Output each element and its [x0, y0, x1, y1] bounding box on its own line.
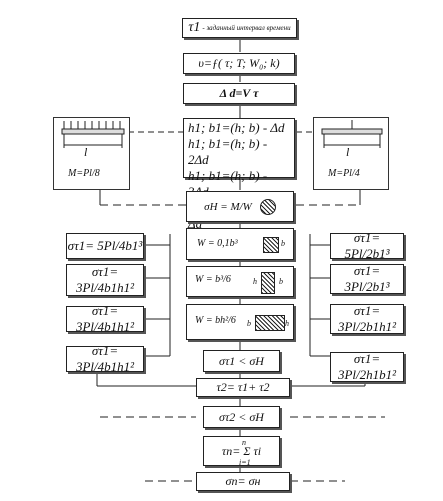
w-square-box: W = 0,1b³ b — [186, 228, 294, 260]
left-sigma-3-text: στ1= 3Pl/4b1h1² — [75, 303, 135, 334]
beam-left-box: l M=Pl/8 — [53, 117, 130, 190]
tau2-box: τ2= τ1+ τ2 — [196, 378, 290, 397]
w-square-dim: b — [281, 239, 285, 248]
right-sigma-2-text: στ1= 3Pl/2b1³ — [344, 263, 390, 294]
w-rect-dim-b: b — [279, 277, 283, 286]
w-beam-dim-h: h — [285, 319, 289, 328]
beam-right-length: l — [346, 145, 350, 159]
delta-d-formula: Δ d=V τ — [219, 86, 259, 100]
square-section-icon — [263, 237, 279, 253]
right-sigma-4-text: στ1= 3Pl/2h1b1² — [337, 351, 397, 382]
final-box: σn= σн — [196, 472, 290, 491]
compare-2-box: στ2 < σH — [203, 406, 280, 428]
left-sigma-1: στ1= 5Pl/4b1³ — [66, 233, 144, 259]
compare-1-text: στ1 < σH — [219, 353, 264, 368]
sigma-h-formula: σH = M/W — [204, 200, 252, 213]
compare-2-text: στ2 < σH — [219, 409, 264, 424]
tall-section-icon — [261, 272, 275, 294]
w-beam-formula: W = bh²/6 — [195, 315, 236, 326]
right-sigma-4: στ1= 3Pl/2h1b1² — [330, 351, 404, 382]
taun-text: τn= Σ τi — [221, 443, 262, 458]
w-beam-dim-b: b — [247, 319, 251, 328]
tau1-input-box: τ1 - заданный интервал времени — [182, 18, 297, 38]
left-sigma-2: στ1= 3Pl/4b1h1² — [66, 264, 144, 296]
velocity-box: υ=ƒ( τ; T; W₀; k) — [183, 53, 295, 74]
right-sigma-2: στ1= 3Pl/2b1³ — [330, 263, 404, 294]
beam-right-box: l M=Pl/4 — [313, 117, 389, 190]
tau2-text: τ2= τ1+ τ2 — [216, 380, 270, 394]
beam-left-moment: M=Pl/8 — [68, 168, 100, 179]
beam-right-diagram — [321, 120, 383, 148]
left-sigma-1-text: στ1= 5Pl/4b1³ — [67, 238, 143, 253]
right-sigma-3: στ1= 3Pl/2b1h1² — [330, 303, 404, 334]
velocity-formula: υ=ƒ( τ; T; W₀; k) — [198, 56, 280, 70]
dim-line-2: h1; b1=(h; b) - 2Δd — [188, 136, 268, 167]
w-beam-box: W = bh²/6 b h — [186, 304, 294, 340]
left-sigma-2-text: στ1= 3Pl/4b1h1² — [75, 264, 135, 295]
beam-right-moment: M=Pl/4 — [328, 168, 360, 179]
w-rect-formula: W = b³/6 — [195, 274, 231, 285]
sum-top: n — [242, 438, 246, 447]
left-sigma-4-text: στ1= 3Pl/4b1h1² — [75, 343, 135, 374]
sigma-h-box: σH = M/W — [186, 191, 294, 222]
round-section-icon — [259, 198, 276, 215]
right-sigma-1-text: στ1= 5Pl/2b1³ — [344, 230, 390, 261]
right-sigma-1: στ1= 5Pl/2b1³ — [330, 230, 404, 261]
left-sigma-3: στ1= 3Pl/4b1h1² — [66, 303, 144, 334]
delta-d-box: Δ d=V τ — [183, 83, 295, 104]
right-sigma-3-text: στ1= 3Pl/2b1h1² — [337, 303, 397, 334]
final-text: σn= σн — [225, 474, 261, 488]
tau1-desc: - заданный интервал времени — [202, 24, 291, 32]
wide-section-icon — [255, 315, 285, 331]
tau1-symbol: τ1 — [188, 20, 201, 35]
w-square-formula: W = 0,1b³ — [197, 238, 238, 249]
sum-bottom: i=1 — [239, 458, 251, 467]
dim-line-1: h1; b1=(h; b) - Δd — [188, 120, 285, 135]
left-sigma-4: στ1= 3Pl/4b1h1² — [66, 343, 144, 374]
w-rect-box: W = b³/6 h b — [186, 266, 294, 297]
compare-1-box: στ1 < σH — [203, 350, 280, 372]
dimensions-box: h1; b1=(h; b) - Δd h1; b1=(h; b) - 2Δd h… — [183, 118, 295, 231]
beam-left-diagram — [61, 121, 125, 148]
w-rect-dim-h: h — [253, 277, 257, 286]
beam-left-length: l — [84, 145, 88, 159]
taun-box: τn= Σ τi n i=1 — [203, 436, 280, 467]
